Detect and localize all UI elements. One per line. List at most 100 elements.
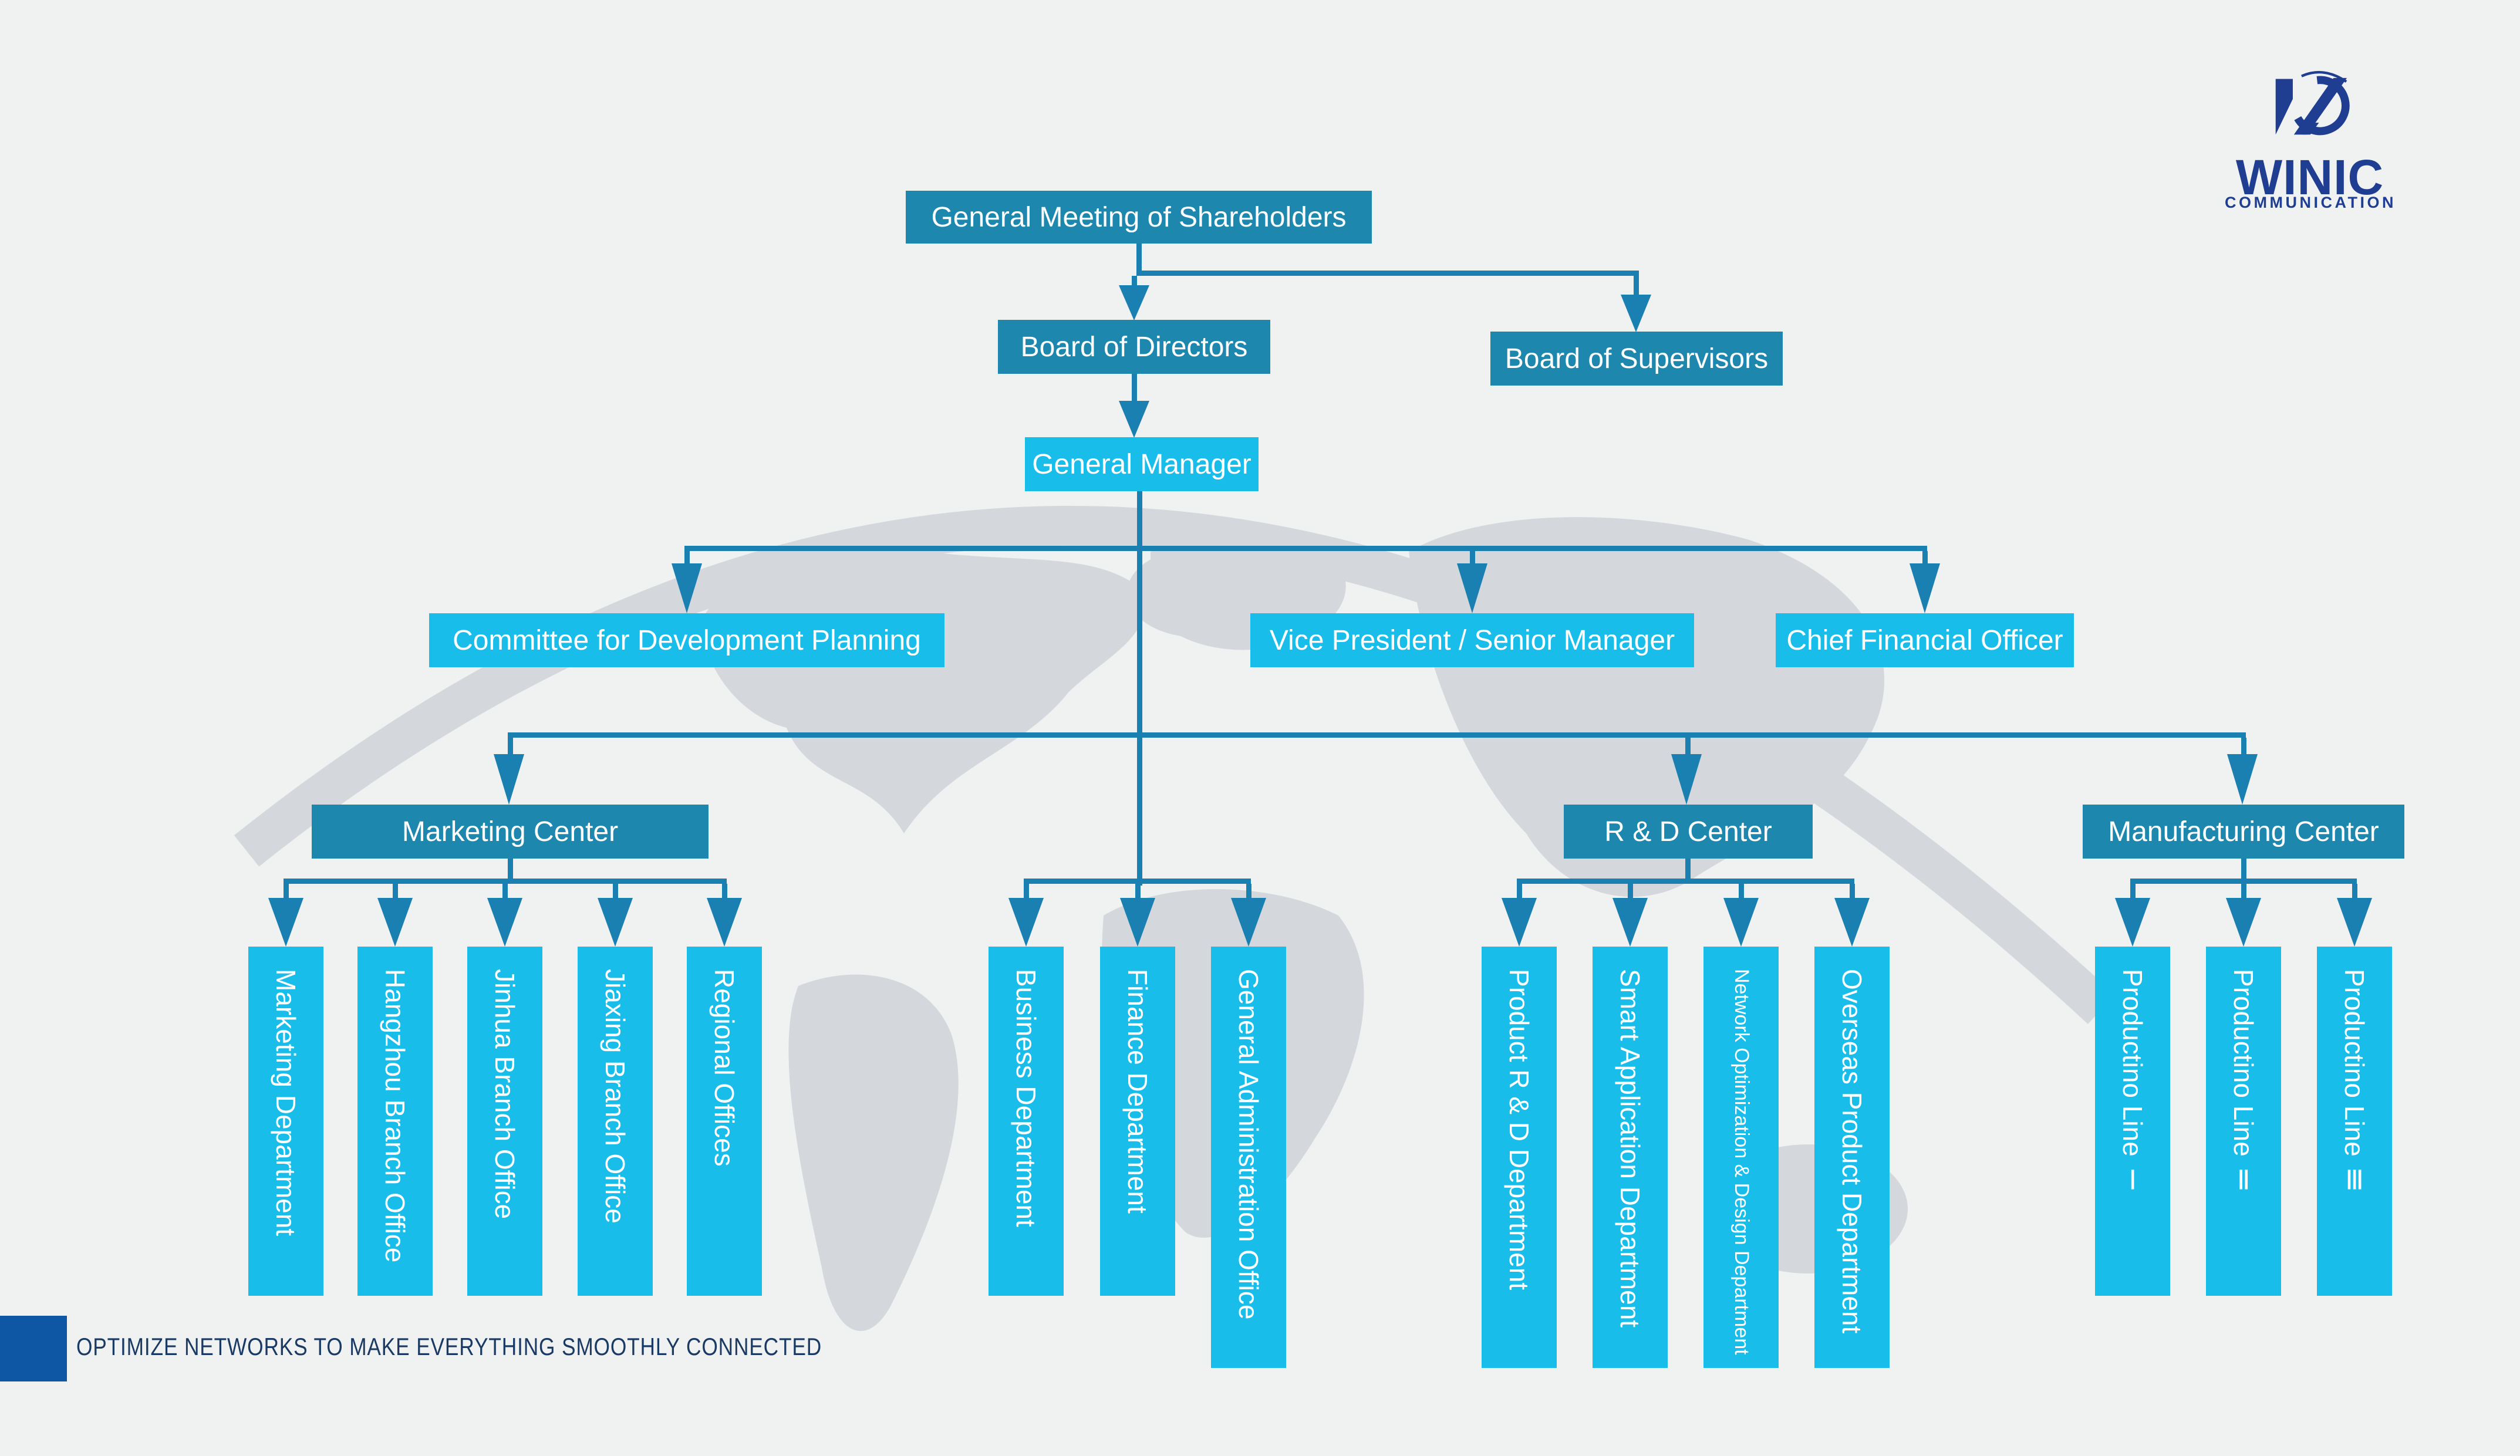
footer-tagline: OPTIMIZE NETWORKS TO MAKE EVERYTHING SMO… (76, 1333, 822, 1360)
node-marketing-center: Marketing Center (312, 805, 709, 859)
node-label: General Meeting of Shareholders (931, 201, 1347, 233)
arrow-to-hangzhou (377, 898, 413, 947)
node-label: Productino Line Ⅲ (2339, 969, 2370, 1196)
arrow-to-general-manager (1119, 401, 1149, 438)
node-label: R & D Center (1604, 816, 1772, 847)
winic-logo-icon (2275, 70, 2350, 136)
arrow-to-regional (707, 898, 742, 947)
node-label: Smart Application Department (1615, 969, 1646, 1328)
arrow-to-vp (1457, 563, 1487, 613)
node-overseas-product-department: Overseas Product Department (1814, 947, 1890, 1368)
stem (393, 884, 398, 898)
node-board-of-directors: Board of Directors (998, 320, 1270, 374)
arrow-to-jinhua (487, 898, 522, 947)
stem (1739, 884, 1744, 898)
stem (502, 884, 508, 898)
stem (1517, 884, 1522, 898)
stem (1850, 884, 1855, 898)
arrow-to-overseas (1834, 898, 1870, 947)
node-production-line-2: Productino Line Ⅱ (2206, 947, 2281, 1296)
node-label: Network Optimization & Design Department (1730, 969, 1753, 1355)
node-general-administration-office: General Administration Office (1211, 947, 1286, 1368)
stem (2130, 884, 2136, 898)
node-label: Board of Supervisors (1504, 343, 1769, 374)
node-label: Product R & D Department (1504, 969, 1535, 1291)
stem (613, 884, 618, 898)
connector-central-spine (1137, 491, 1142, 886)
arrow-to-marketing-dept (268, 898, 303, 947)
node-label: Productino Line Ⅰ (2117, 969, 2148, 1196)
arrow-to-committee (672, 563, 702, 613)
footer-accent-square (0, 1316, 67, 1381)
node-label: Board of Directors (1020, 331, 1248, 363)
arrow-to-supervisors (1621, 295, 1651, 332)
arrow-to-finance (1120, 898, 1155, 947)
arrow-to-line2 (2226, 898, 2261, 947)
connector-marketing-rail (284, 879, 727, 884)
node-regional-offices: Regional Offices (687, 947, 762, 1296)
connector-mfg-drop (2241, 859, 2246, 883)
arrow-to-manufacturing-center (2227, 754, 2258, 805)
node-committee-development-planning: Committee for Development Planning (429, 613, 944, 667)
node-label: Productino Line Ⅱ (2228, 969, 2259, 1196)
arrow-to-gao (1231, 898, 1266, 947)
connector-marketing-stem (508, 738, 513, 754)
stem (1135, 884, 1141, 898)
node-network-optimization-department: Network Optimization & Design Department (1703, 947, 1779, 1368)
node-label: Hangzhou Branch Office (380, 969, 411, 1263)
node-hangzhou-branch: Hangzhou Branch Office (357, 947, 433, 1296)
connector-rd-stem (1685, 738, 1691, 754)
stem (284, 884, 289, 898)
connector-admin-rail (1024, 879, 1251, 884)
stem (1024, 884, 1029, 898)
logo-subtitle: COMMUNICATION (2225, 194, 2396, 211)
node-general-manager: General Manager (1025, 437, 1259, 491)
connector-committee-stem (684, 551, 690, 563)
stem (1246, 884, 1251, 898)
node-manufacturing-center: Manufacturing Center (2083, 805, 2404, 859)
connector-root-drop (1136, 243, 1142, 276)
node-label: Committee for Development Planning (453, 624, 921, 656)
node-label: General Administration Office (1233, 969, 1264, 1320)
stem (722, 884, 727, 898)
arrow-to-jiaxing (598, 898, 633, 947)
connector-staff-rail (684, 546, 1927, 551)
connector-gm-stem (1132, 374, 1137, 401)
node-label: Marketing Department (271, 969, 302, 1237)
stem (2352, 884, 2357, 898)
arrow-to-marketing-center (494, 754, 524, 805)
arrow-to-cfo (1910, 563, 1940, 613)
arrow-to-rd-center (1671, 754, 1702, 805)
node-rd-center: R & D Center (1564, 805, 1813, 859)
arrow-to-product-rd (1502, 898, 1537, 947)
node-label: Business Department (1011, 969, 1042, 1227)
node-marketing-department: Marketing Department (248, 947, 323, 1296)
node-jinhua-branch: Jinhua Branch Office (467, 947, 542, 1296)
stem (1628, 884, 1633, 898)
node-label: Vice President / Senior Manager (1269, 624, 1675, 656)
arrow-to-directors (1119, 285, 1149, 320)
node-production-line-1: Productino Line Ⅰ (2095, 947, 2170, 1296)
connector-marketing-drop (508, 859, 513, 883)
node-vice-president: Vice President / Senior Manager (1250, 613, 1694, 667)
node-product-rd-department: Product R & D Department (1482, 947, 1557, 1368)
connector-mfg-stem (2241, 738, 2246, 754)
node-label: Marketing Center (402, 816, 619, 847)
arrow-to-business (1008, 898, 1044, 947)
node-label: Regional Offices (709, 969, 740, 1167)
node-cfo: Chief Financial Officer (1776, 613, 2074, 667)
arrow-to-smart-app (1612, 898, 1648, 947)
node-jiaxing-branch: Jiaxing Branch Office (578, 947, 653, 1296)
stem (2241, 884, 2246, 898)
node-production-line-3: Productino Line Ⅲ (2317, 947, 2392, 1296)
node-finance-department: Finance Department (1100, 947, 1175, 1296)
node-general-meeting: General Meeting of Shareholders (906, 191, 1372, 244)
logo-wordmark: WINIC (2235, 150, 2384, 205)
connector-mfg-rail (2130, 879, 2357, 884)
node-label: Chief Financial Officer (1786, 624, 2063, 656)
arrow-to-network-opt (1723, 898, 1759, 947)
node-label: Manufacturing Center (2108, 816, 2379, 847)
node-smart-application-department: Smart Application Department (1593, 947, 1668, 1368)
arrow-to-line1 (2115, 898, 2150, 947)
